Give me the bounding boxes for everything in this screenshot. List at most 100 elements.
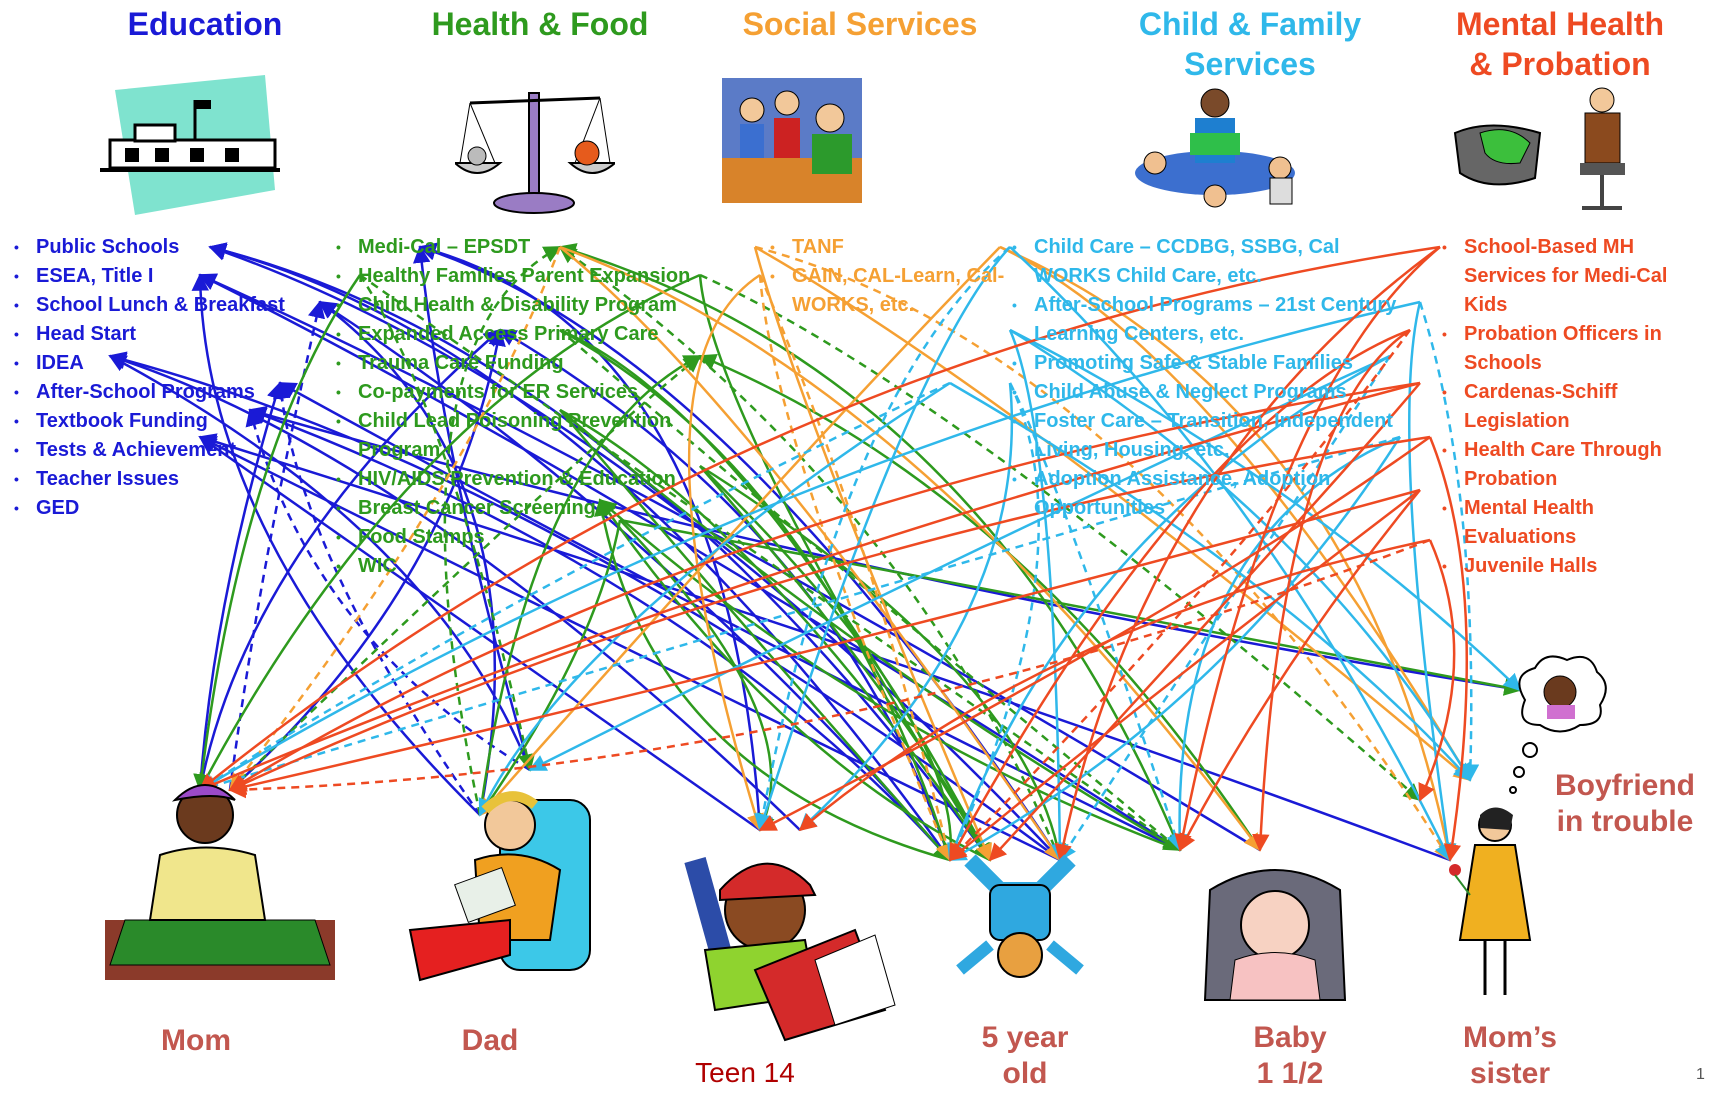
service-item: School Lunch & Breakfast [12,291,285,320]
label-baby-line2: 1 1/2 [1256,1057,1324,1090]
service-item: Services for Medi-Cal [1464,265,1668,287]
connection-arrow [699,465,961,862]
service-item: Public Schools [12,233,285,262]
connection-arrow [798,538,1431,832]
service-item: Food Stamps [334,523,690,552]
label-moms-sister-line2: sister [1469,1057,1551,1090]
service-item: Expanded Access Primary Care [334,320,690,349]
connection-arrow [1428,436,1468,862]
scales-icon [455,92,615,214]
service-item: Head Start [12,320,285,349]
connection-arrow [948,489,1421,862]
service-item: Medi-Cal – EPSDT [334,233,690,262]
connection-arrow [248,405,1521,692]
service-item: TANF [768,233,1004,262]
connection-arrow [758,274,955,862]
label-five-year-old: 5 year old [965,1020,1085,1092]
connection-arrow [278,381,1181,852]
service-item: Evaluations [1464,526,1577,548]
service-item: WORKS, etc. [792,294,915,316]
service-item: Juvenile Halls [1440,552,1667,581]
service-item: Schools [1464,352,1542,374]
label-boyfriend-line1: Boyfriend [1554,769,1695,802]
service-item: Health Care Through [1440,436,1667,465]
connection-arrow [228,538,1431,799]
service-item: Breast Cancer Screening [334,494,690,523]
connection-arrow [758,274,953,862]
connection-arrow [208,242,952,861]
service-item: HIV/AIDS Prevention & Education [334,465,690,494]
dad-figure-icon [408,791,591,982]
connection-arrow [478,381,951,817]
label-mom: Mom [161,1024,231,1057]
heading-health-food: Health & Food [431,6,649,42]
connection-arrow [198,381,951,792]
service-item: Mental Health [1440,494,1667,523]
service-item: Tests & Achievement [12,436,285,465]
connection-arrow [198,435,1061,862]
service-item: Cardenas-Schiff [1440,378,1667,407]
connection-arrow [699,464,1066,862]
connection-arrow [198,245,1441,792]
service-item: Co-payments for ER Services [334,378,690,407]
schoolhouse-icon [100,75,280,215]
label-baby: Baby 1 1/2 [1230,1020,1350,1092]
connection-arrow [754,246,1011,832]
label-boyfriend: Boyfriend in trouble [1540,768,1710,840]
boyfriend-thought-bubble-icon [1509,655,1607,794]
label-five-year-old-line1: 5 year [981,1021,1069,1054]
connection-arrow [272,381,482,816]
five-year-old-figure-icon [956,854,1084,978]
connection-arrow [198,435,761,832]
service-item: Foster Care – Transition, Independent [1010,407,1396,436]
heading-education: Education [127,6,283,42]
connection-arrow [245,408,531,772]
education-service-list: Public SchoolsESEA, Title ISchool Lunch … [12,233,285,523]
moms-sister-figure-icon [1449,807,1532,995]
label-five-year-old-line2: old [1002,1057,1048,1090]
label-boyfriend-line2: in trouble [1556,805,1694,838]
service-item: IDEA [12,349,285,378]
service-item: Opportunities [1034,497,1166,519]
storytime-icon [1135,88,1295,208]
label-baby-line1: Baby [1253,1021,1327,1054]
service-item: GAIN, CAL-Learn, Cal- [768,262,1004,291]
service-item: GED [12,494,285,523]
service-item: Child Care – CCDBG, SSBG, Cal [1010,233,1396,262]
connection-arrow [948,436,1402,862]
service-item: Probation Officers in [1440,320,1667,349]
label-moms-sister-line1: Mom’s [1463,1021,1557,1054]
page-number: 1 [1696,1066,1705,1083]
service-item: Teacher Issues [12,465,285,494]
connection-arrow [699,465,992,862]
service-item: ESEA, Title I [12,262,285,291]
service-item: WORKS Child Care, etc. [1034,265,1262,287]
service-item: Child Abuse & Neglect Programs [1010,378,1396,407]
service-item: Living, Housing, etc. [1034,439,1230,461]
connection-arrow [1178,489,1421,852]
connection-arrow [228,488,1421,796]
service-item: Promoting Safe & Stable Families [1010,349,1396,378]
office-meeting-icon [722,78,862,203]
service-item: Child Lead Poisoning Prevention [334,407,690,436]
connection-arrow [559,408,992,862]
service-item: Legislation [1464,410,1570,432]
service-item: Healthy Families Parent Expansion [334,262,690,291]
service-item: WIC [334,552,690,581]
connection-arrow [478,246,1001,817]
teen-figure-icon [684,857,896,1042]
service-item: Learning Centers, etc. [1034,323,1245,345]
heading-mental-health-line1: Mental Health [1455,6,1665,42]
service-item: Kids [1464,294,1508,316]
connection-arrow [1408,301,1457,862]
service-item: Probation [1464,468,1558,490]
connection-arrow [248,407,951,861]
service-item: After-School Programs [12,378,285,407]
label-teen: Teen 14 [695,1057,795,1088]
health-food-service-list: Medi-Cal – EPSDTHealthy Families Parent … [334,233,690,581]
heading-child-family-line1: Child & Family [1138,6,1362,42]
heading-child-family: Child & Family Services [1080,4,1420,84]
mom-figure-icon [105,784,335,980]
